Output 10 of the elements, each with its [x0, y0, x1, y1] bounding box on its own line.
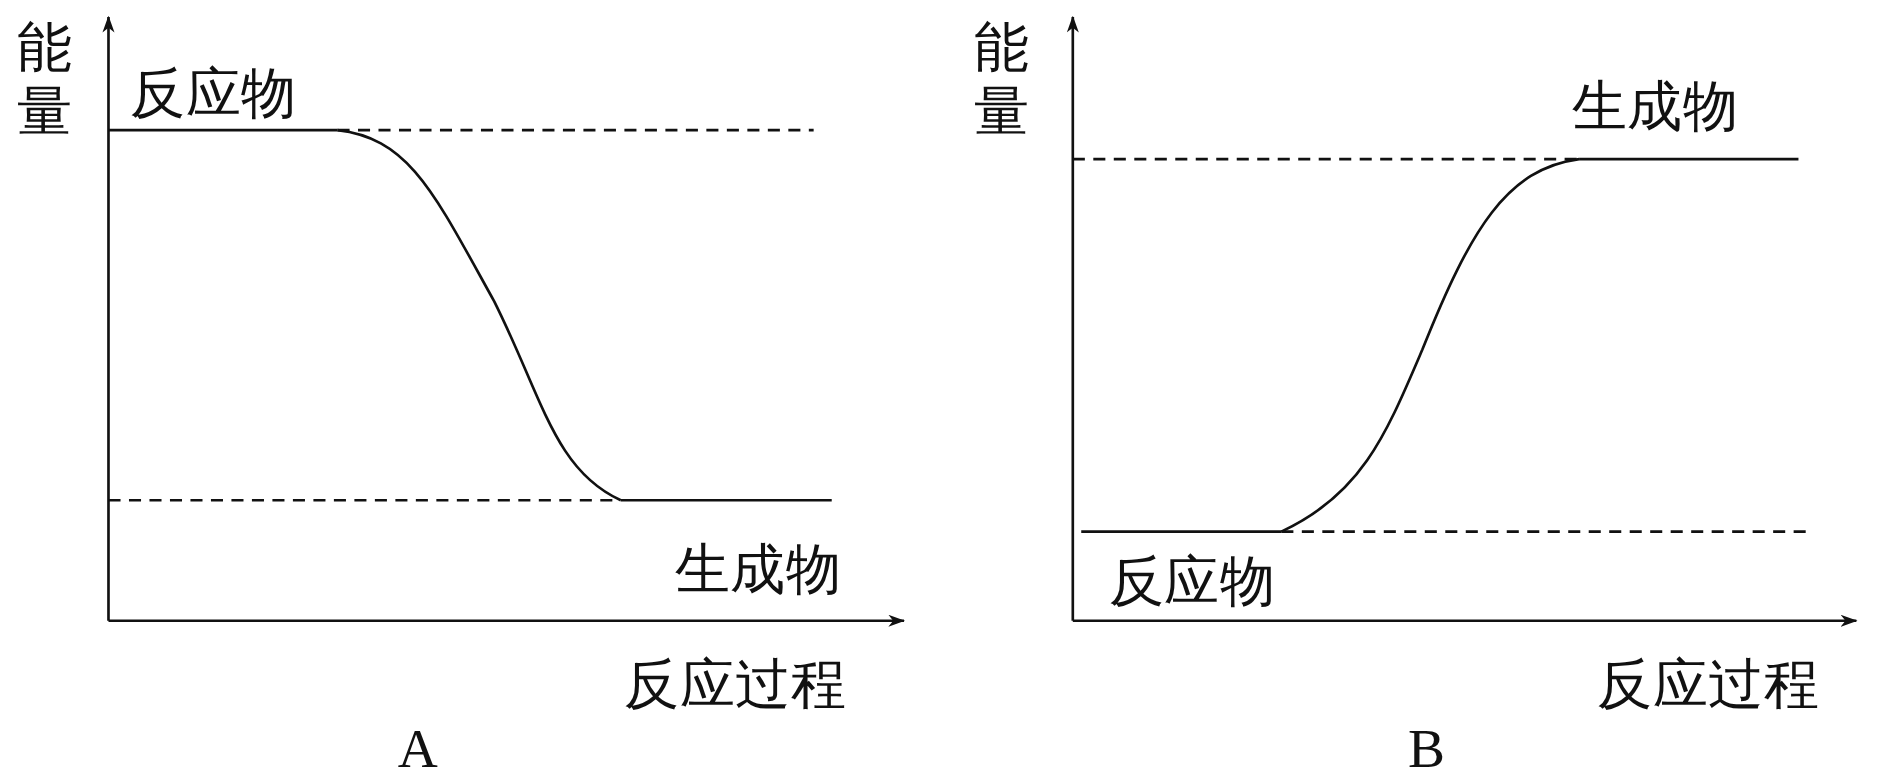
level-label: 反应物 — [1108, 554, 1276, 610]
axis-label: 能量 — [16, 16, 73, 145]
level-label: 生成物 — [1571, 79, 1739, 135]
panel-label: A — [397, 720, 438, 777]
axis-label: 反应过程 — [624, 656, 847, 713]
axis-label: 反应过程 — [1597, 656, 1819, 713]
level-label: 生成物 — [675, 542, 842, 598]
axis-label: 能量 — [973, 16, 1030, 145]
panel-label: B — [1407, 720, 1445, 777]
level-label: 反应物 — [130, 66, 297, 122]
